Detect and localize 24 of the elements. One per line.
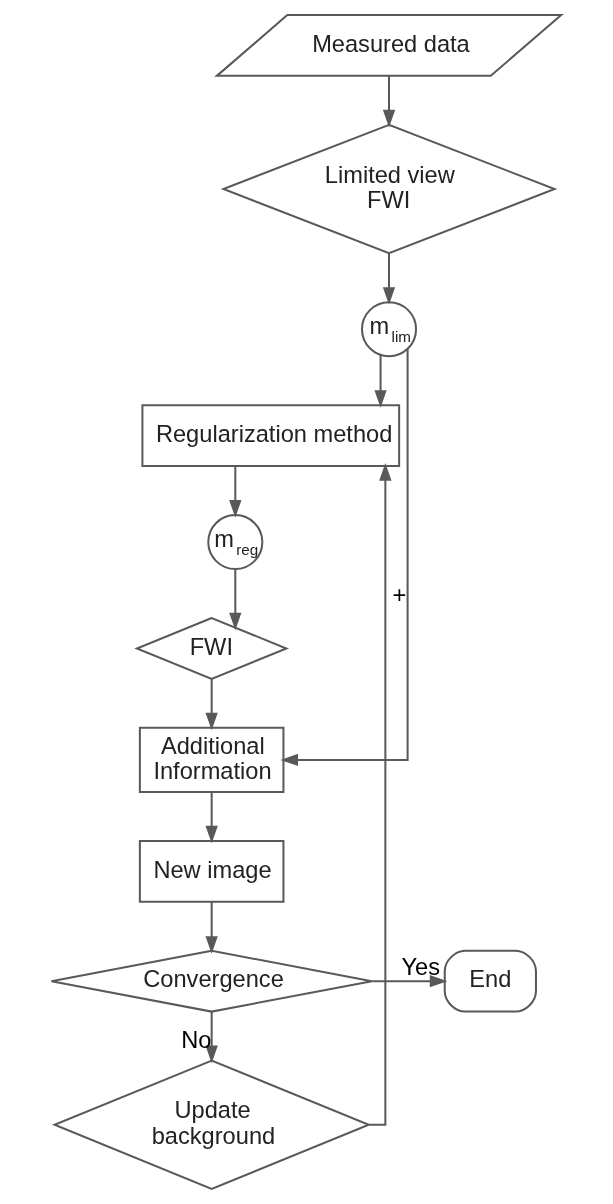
node-box: Additional Information	[138, 726, 285, 794]
node-circle: m$_{lim}$	[360, 301, 418, 358]
arrow	[205, 678, 218, 731]
arrow	[229, 569, 242, 631]
arrow	[382, 75, 396, 128]
node-diamond: Limited view FWI	[220, 123, 558, 255]
node-circle: m$_{reg}$	[207, 514, 264, 571]
node-diamond: FWI	[134, 616, 290, 680]
arrow	[229, 466, 242, 518]
edge-label: No	[181, 1027, 212, 1054]
node-diamond: Update background	[51, 1059, 372, 1191]
edge-label: Yes	[401, 953, 441, 980]
arrow	[372, 975, 448, 988]
edge-label: +	[392, 582, 407, 609]
arrow	[374, 355, 387, 408]
arrow	[382, 253, 396, 305]
arrow	[280, 348, 409, 767]
node-diamond: Convergence	[50, 949, 373, 1013]
arrow	[205, 902, 218, 954]
arrow	[205, 1011, 218, 1064]
node-box: End	[443, 949, 537, 1013]
node-box: Regularization method	[141, 404, 401, 468]
arrow	[205, 792, 218, 844]
node-box: New image	[138, 840, 285, 903]
